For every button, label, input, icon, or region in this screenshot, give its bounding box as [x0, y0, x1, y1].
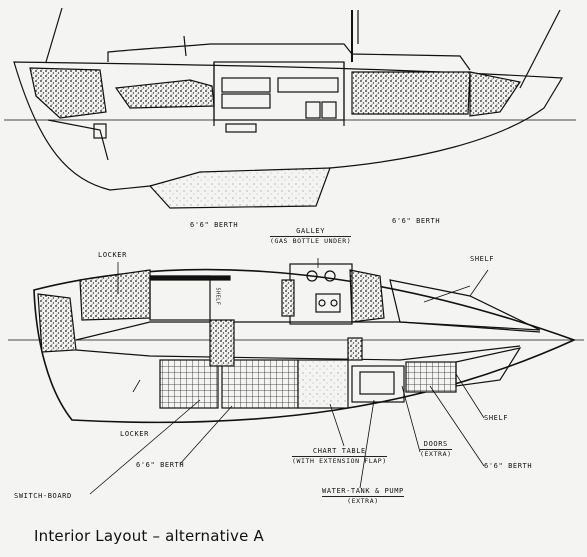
- switch-board-text: SWITCH-BOARD: [14, 492, 72, 500]
- water-tank-text: WATER-TANK & PUMP: [322, 487, 404, 495]
- berth-bottom-right-text: 6'6" BERTH: [484, 462, 533, 470]
- galley-note-text: (GAS BOTTLE UNDER): [270, 236, 352, 245]
- label-chart-table: CHART TABLE (WITH EXTENSION FLAP): [292, 447, 387, 466]
- leader-lines: [89, 258, 489, 495]
- label-shelf-bottom: SHELF: [484, 414, 508, 423]
- shelf-mark-text: SHELF: [214, 287, 221, 306]
- chart-table-note-text: (WITH EXTENSION FLAP): [292, 456, 387, 465]
- berth-top-right-text: 6'6" BERTH: [392, 217, 441, 225]
- label-locker-top: LOCKER: [98, 251, 127, 260]
- shelf-bottom-text: SHELF: [484, 414, 509, 422]
- shelf-top-text: SHELF: [470, 255, 495, 263]
- label-berth-top-right: 6'6" BERTH: [392, 217, 440, 226]
- figure-caption: Interior Layout – alternative A: [34, 527, 264, 545]
- profile-view: [4, 7, 576, 209]
- label-berth-bottom-right: 6'6" BERTH: [484, 462, 532, 471]
- label-galley: GALLEY (GAS BOTTLE UNDER): [270, 227, 352, 246]
- berth-bottom-left-text: 6'6" BERTH: [136, 461, 185, 469]
- label-shelf-mark: SHELF: [213, 287, 222, 305]
- label-shelf-top: SHELF: [470, 255, 494, 264]
- locker-bottom-text: LOCKER: [120, 430, 149, 438]
- locker-top-text: LOCKER: [98, 251, 127, 259]
- doors-text: DOORS: [423, 440, 448, 448]
- label-water-tank: WATER-TANK & PUMP (EXTRA): [322, 487, 404, 506]
- water-tank-note-text: (EXTRA): [322, 496, 404, 506]
- label-doors: DOORS (EXTRA): [420, 440, 452, 459]
- doors-note-text: (EXTRA): [420, 449, 452, 458]
- label-berth-bottom-left: 6'6" BERTH: [136, 461, 184, 470]
- galley-text: GALLEY: [296, 227, 326, 235]
- label-berth-top-left: 6'6" BERTH: [190, 221, 238, 230]
- plan-view: [8, 263, 584, 424]
- berth-top-left-text: 6'6" BERTH: [190, 221, 239, 229]
- label-locker-bottom: LOCKER: [120, 430, 149, 439]
- chart-table-text: CHART TABLE: [312, 447, 366, 455]
- label-switch-board: SWITCH-BOARD: [14, 492, 72, 501]
